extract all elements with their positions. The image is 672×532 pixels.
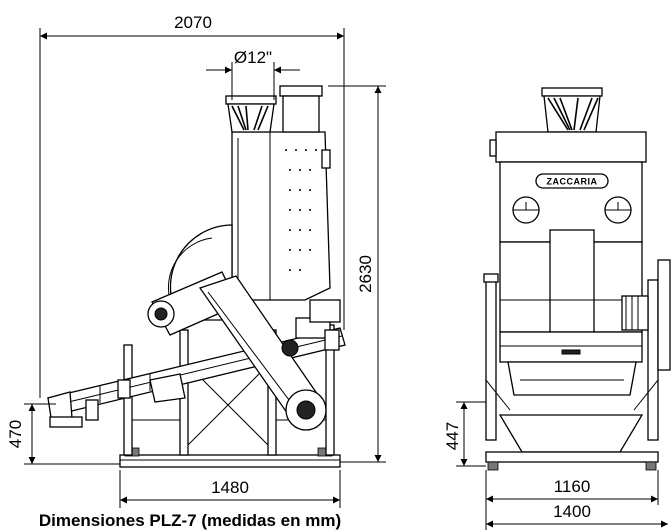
front-post-right	[647, 279, 659, 441]
front-duct-cap	[541, 87, 603, 97]
dim-total-width: 2070	[174, 13, 212, 32]
dim-total-height: 2630	[356, 255, 375, 293]
front-view-machine: ZACCARIA	[483, 87, 671, 471]
front-top-housing	[495, 131, 647, 163]
side-duct-right	[282, 95, 320, 133]
side-rivet-dots	[285, 149, 317, 271]
front-screen-box	[499, 331, 643, 363]
dim-base-length: 1480	[211, 478, 249, 497]
front-brand-label: ZACCARIA	[547, 177, 598, 187]
dim-front-outlet-height: 447	[443, 422, 462, 450]
side-duct-cap	[225, 95, 277, 105]
dim-front-total-width: 1400	[553, 502, 591, 521]
side-tray	[149, 373, 186, 403]
front-brand-plate	[535, 173, 609, 189]
dim-outlet-height: 470	[6, 420, 25, 448]
drawing-caption: Dimensiones PLZ-7 (medidas en mm)	[39, 511, 341, 530]
dimension-lines: 2070 Ø12" 2630 470 1480 447 1160	[6, 13, 668, 530]
side-outlet-spout	[49, 416, 83, 428]
front-belt-guard	[657, 259, 671, 371]
dim-front-base-width: 1160	[554, 477, 591, 496]
side-duct-top	[279, 85, 323, 97]
side-leg-1	[123, 344, 133, 456]
side-aspirator-column	[231, 131, 331, 301]
side-view-machine	[47, 85, 346, 468]
front-post-left	[485, 279, 497, 441]
front-base-plate	[485, 451, 659, 463]
dim-duct-diameter: Ø12"	[234, 48, 272, 67]
front-hopper	[498, 414, 644, 453]
side-motor-hub	[281, 339, 299, 357]
front-center-chute	[549, 229, 595, 333]
front-tray	[507, 361, 637, 396]
side-base-plate	[119, 454, 341, 468]
